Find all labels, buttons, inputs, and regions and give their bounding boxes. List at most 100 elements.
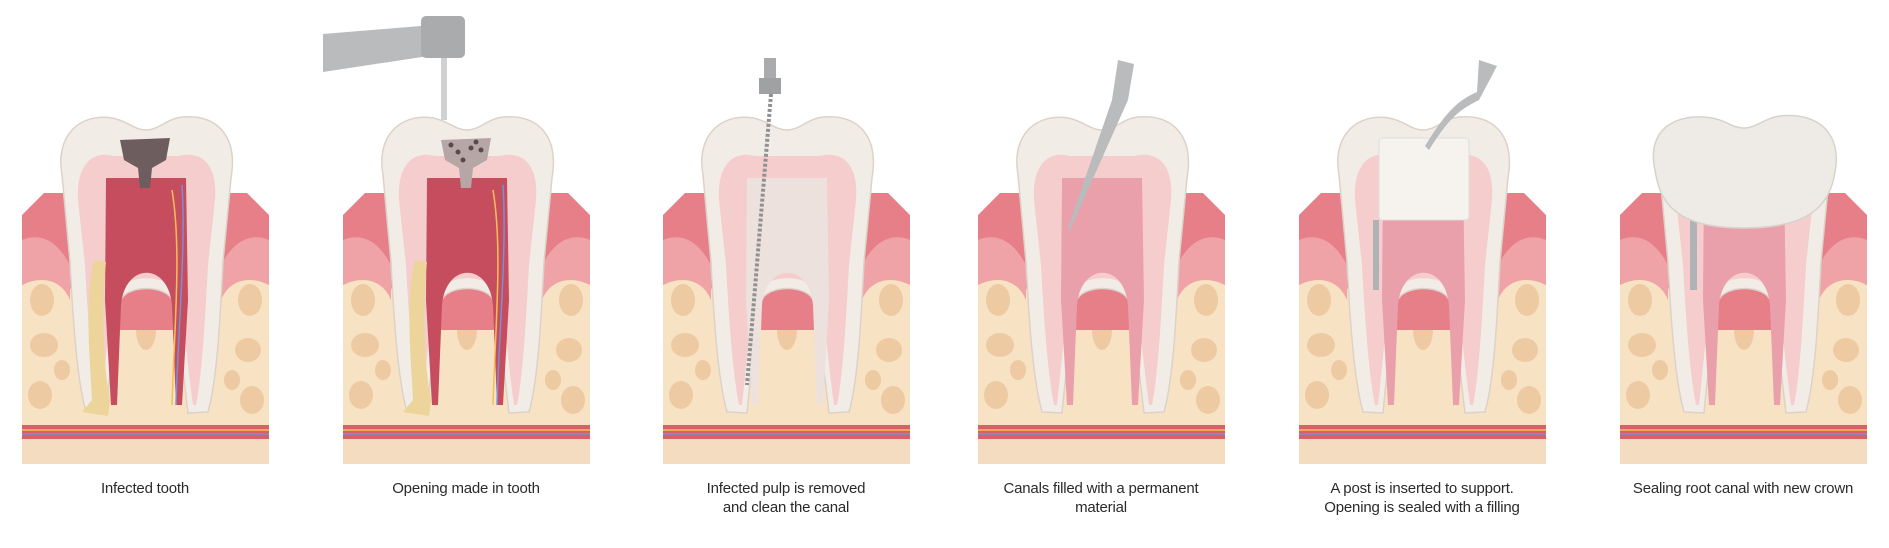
- bone-cell: [545, 370, 561, 390]
- bone-cell: [695, 360, 711, 380]
- bone-cell: [1307, 284, 1331, 316]
- bone-cell: [1191, 338, 1217, 362]
- tooth-pulp: [1382, 178, 1465, 405]
- blood-vessel-band: [1299, 425, 1546, 439]
- bone-cell: [351, 284, 375, 316]
- tooth-pulp: [426, 178, 509, 405]
- bone-cell: [238, 284, 262, 316]
- nerve: [171, 189, 178, 406]
- file-grip: [759, 78, 781, 94]
- gum-highlight: [1299, 237, 1546, 300]
- gum-highlight: [978, 237, 1225, 300]
- caption-step-6: Sealing root canal with new crown: [1632, 480, 1854, 497]
- syringe-tip-icon: [1068, 60, 1134, 230]
- tooth-pulp: [746, 178, 829, 405]
- bone-cell: [876, 338, 902, 362]
- debris: [468, 145, 474, 151]
- bone-cell: [556, 338, 582, 362]
- vein: [175, 184, 184, 406]
- bone-cell: [986, 284, 1010, 316]
- caption-step-2: Opening made in tooth: [392, 480, 540, 497]
- nerve: [492, 189, 499, 406]
- bone-cell: [375, 360, 391, 380]
- tooth-pulp: [1703, 178, 1786, 405]
- bone-cell: [1194, 284, 1218, 316]
- bone-cell: [881, 386, 905, 414]
- post-icon: [1373, 220, 1379, 290]
- bone-cell: [1180, 370, 1196, 390]
- blood-vessel-band: [663, 425, 910, 439]
- step-panel-5: [1299, 60, 1546, 464]
- decay-cavity: [441, 138, 491, 188]
- step-panel-4: [978, 60, 1225, 464]
- filling: [1378, 137, 1470, 221]
- blood-vessel-band: [343, 425, 590, 439]
- debris: [478, 147, 484, 153]
- bone-cell: [671, 284, 695, 316]
- tooth-pulp: [1061, 178, 1144, 405]
- bone-cell: [1628, 333, 1656, 357]
- bone-cell: [1307, 333, 1335, 357]
- caption-step-5: A post is inserted to support.Opening is…: [1324, 480, 1520, 516]
- lower-bone: [978, 439, 1225, 464]
- bone-cell: [865, 370, 881, 390]
- lower-bone: [1299, 439, 1546, 464]
- blood-vessel-band: [978, 425, 1225, 439]
- drill-handle: [323, 25, 435, 72]
- step-panel-2: [323, 16, 590, 464]
- bone-cell: [1822, 370, 1838, 390]
- debris: [455, 149, 461, 155]
- bone-cell: [1515, 284, 1539, 316]
- bone-cell: [1626, 381, 1650, 409]
- bone-cell: [1305, 381, 1329, 409]
- bone-cell: [235, 338, 261, 362]
- caption-step-1: Infected tooth: [100, 480, 190, 497]
- bone-cell: [561, 386, 585, 414]
- decay-cavity: [120, 138, 170, 188]
- lower-bone: [663, 439, 910, 464]
- bone-cell: [240, 386, 264, 414]
- bone-cell: [1517, 386, 1541, 414]
- tooth-pulp: [105, 178, 188, 405]
- bone-cell: [1838, 386, 1862, 414]
- bone-cell: [351, 333, 379, 357]
- bone-cell: [671, 333, 699, 357]
- bone-cell: [1833, 338, 1859, 362]
- lower-bone: [1620, 439, 1867, 464]
- lower-bone: [343, 439, 590, 464]
- bone-cell: [28, 381, 52, 409]
- bone-cell: [1196, 386, 1220, 414]
- bone-cell: [30, 284, 54, 316]
- bone-cell: [1010, 360, 1026, 380]
- endodontic-file-icon: [745, 93, 773, 386]
- bone-cell: [1836, 284, 1860, 316]
- step-panel-6: [1620, 114, 1867, 464]
- drill-head: [421, 16, 465, 58]
- gum-highlight: [343, 237, 590, 300]
- bone-cell: [986, 333, 1014, 357]
- gum-highlight: [663, 237, 910, 300]
- bone-cell: [54, 360, 70, 380]
- gum-highlight: [22, 237, 269, 300]
- step-panel-1: [22, 116, 269, 464]
- bone-cell: [30, 333, 58, 357]
- gum-highlight: [1620, 237, 1867, 300]
- bone-cell: [1652, 360, 1668, 380]
- blood-vessel-band: [1620, 425, 1867, 439]
- applicator-icon: [1425, 60, 1497, 150]
- bone-cell: [1501, 370, 1517, 390]
- bone-cell: [559, 284, 583, 316]
- debris: [473, 139, 479, 145]
- lower-bone: [22, 439, 269, 464]
- step-panel-3: [663, 58, 910, 464]
- post-icon: [1690, 210, 1697, 290]
- abscess: [82, 260, 110, 416]
- drill-bit-icon: [441, 58, 447, 120]
- bone-cell: [984, 381, 1008, 409]
- file-handle: [764, 58, 776, 78]
- crown-cap: [1652, 114, 1837, 229]
